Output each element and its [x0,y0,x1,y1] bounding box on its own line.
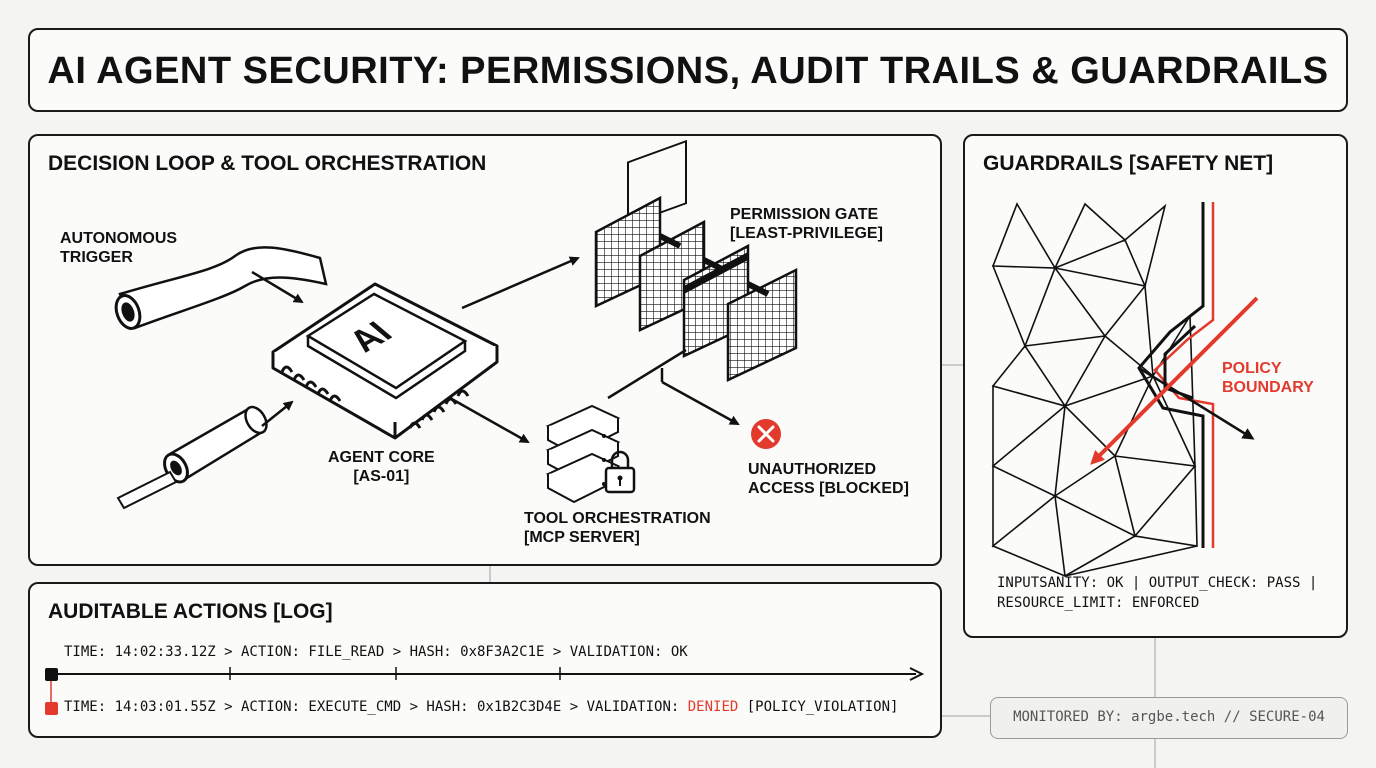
ai-chip [271,282,499,440]
trigger-pipe-bottom [116,405,268,510]
log-entry-suffix: [POLICY_VIOLATION] [738,699,899,715]
tool-orchestration-label: TOOL ORCHESTRATION [MCP SERVER] [524,510,711,546]
server-icon [545,404,621,504]
page-title: AI AGENT SECURITY: PERMISSIONS, AUDIT TR… [47,50,1329,92]
decision-loop-panel: DECISION LOOP & TOOL ORCHESTRATION [28,134,942,566]
title-banner: AI AGENT SECURITY: PERMISSIONS, AUDIT TR… [28,28,1348,112]
audit-log-panel: AUDITABLE ACTIONS [LOG] TIME: 14:02:33.1… [28,582,942,738]
timeline-marker-denied [45,702,58,715]
log-entry-file-read: TIME: 14:02:33.12Z > ACTION: FILE_READ >… [64,644,688,660]
agent-core-label: AGENT CORE [AS-01] [328,449,435,485]
decision-panel-title: DECISION LOOP & TOOL ORCHESTRATION [48,152,487,175]
log-entry-prefix: TIME: 14:03:01.55Z > ACTION: EXECUTE_CMD… [64,699,688,715]
trigger-label: AUTONOMOUS TRIGGER [60,230,178,266]
permission-gate-icon [594,139,798,382]
guardrails-panel: GUARDRAILS [SAFETY NET] POLICY BOUNDARY … [963,134,1348,638]
audit-timeline [45,667,925,715]
guardrail-mesh-diagram [991,202,1259,578]
policy-boundary-label: POLICY BOUNDARY [1222,360,1314,396]
denied-status: DENIED [687,699,739,715]
permission-gate-label: PERMISSION GATE [LEAST-PRIVILEGE] [730,206,883,242]
timeline-marker-ok [45,668,58,681]
lock-icon [604,450,636,494]
guardrail-status-text: INPUTSANITY: OK | OUTPUT_CHECK: PASS | R… [997,575,1318,611]
trigger-pipe-top [114,246,328,330]
decision-diagram [114,139,798,510]
guardrails-panel-title: GUARDRAILS [SAFETY NET] [983,152,1274,175]
monitor-badge: MONITORED BY: argbe.tech // SECURE-04 [990,697,1348,739]
audit-panel-title: AUDITABLE ACTIONS [LOG] [48,600,333,623]
blocked-label: UNAUTHORIZED ACCESS [BLOCKED] [748,461,909,497]
log-entry-execute-cmd: TIME: 14:03:01.55Z > ACTION: EXECUTE_CMD… [64,699,898,715]
blocked-icon [751,419,781,449]
